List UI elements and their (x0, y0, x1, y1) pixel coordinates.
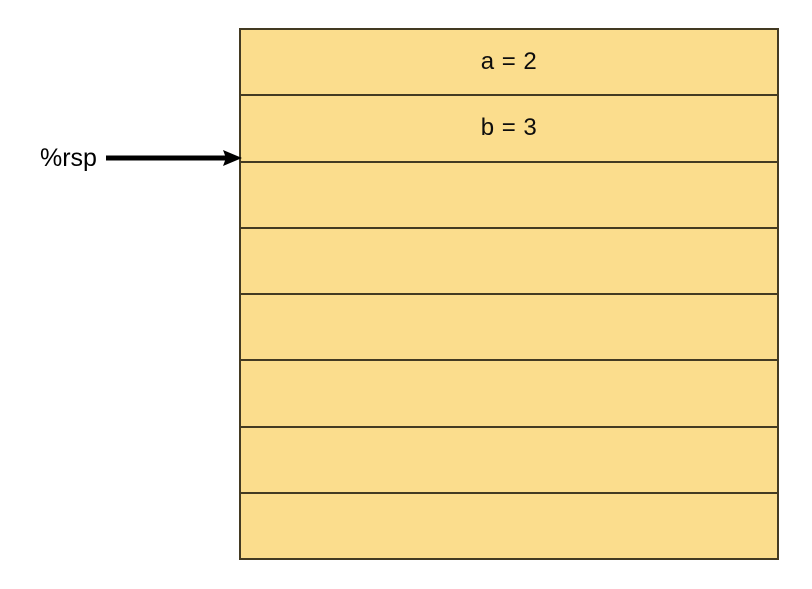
right-arrow-icon (106, 150, 242, 166)
stack-row (241, 228, 777, 295)
stack-row (241, 361, 777, 428)
stack-row: a = 2 (241, 30, 777, 97)
rsp-label: %rsp (40, 143, 97, 172)
stack-row: b = 3 (241, 96, 777, 163)
stack-cell-label: b = 3 (480, 114, 538, 142)
stack-row (241, 493, 777, 558)
stack-row (241, 295, 777, 362)
stack-row (241, 427, 777, 494)
stack-cell-label: a = 2 (480, 48, 538, 76)
stack-table: a = 2 b = 3 (239, 28, 779, 560)
stack-row (241, 162, 777, 229)
stack-pointer-annotation: %rsp (0, 132, 244, 184)
